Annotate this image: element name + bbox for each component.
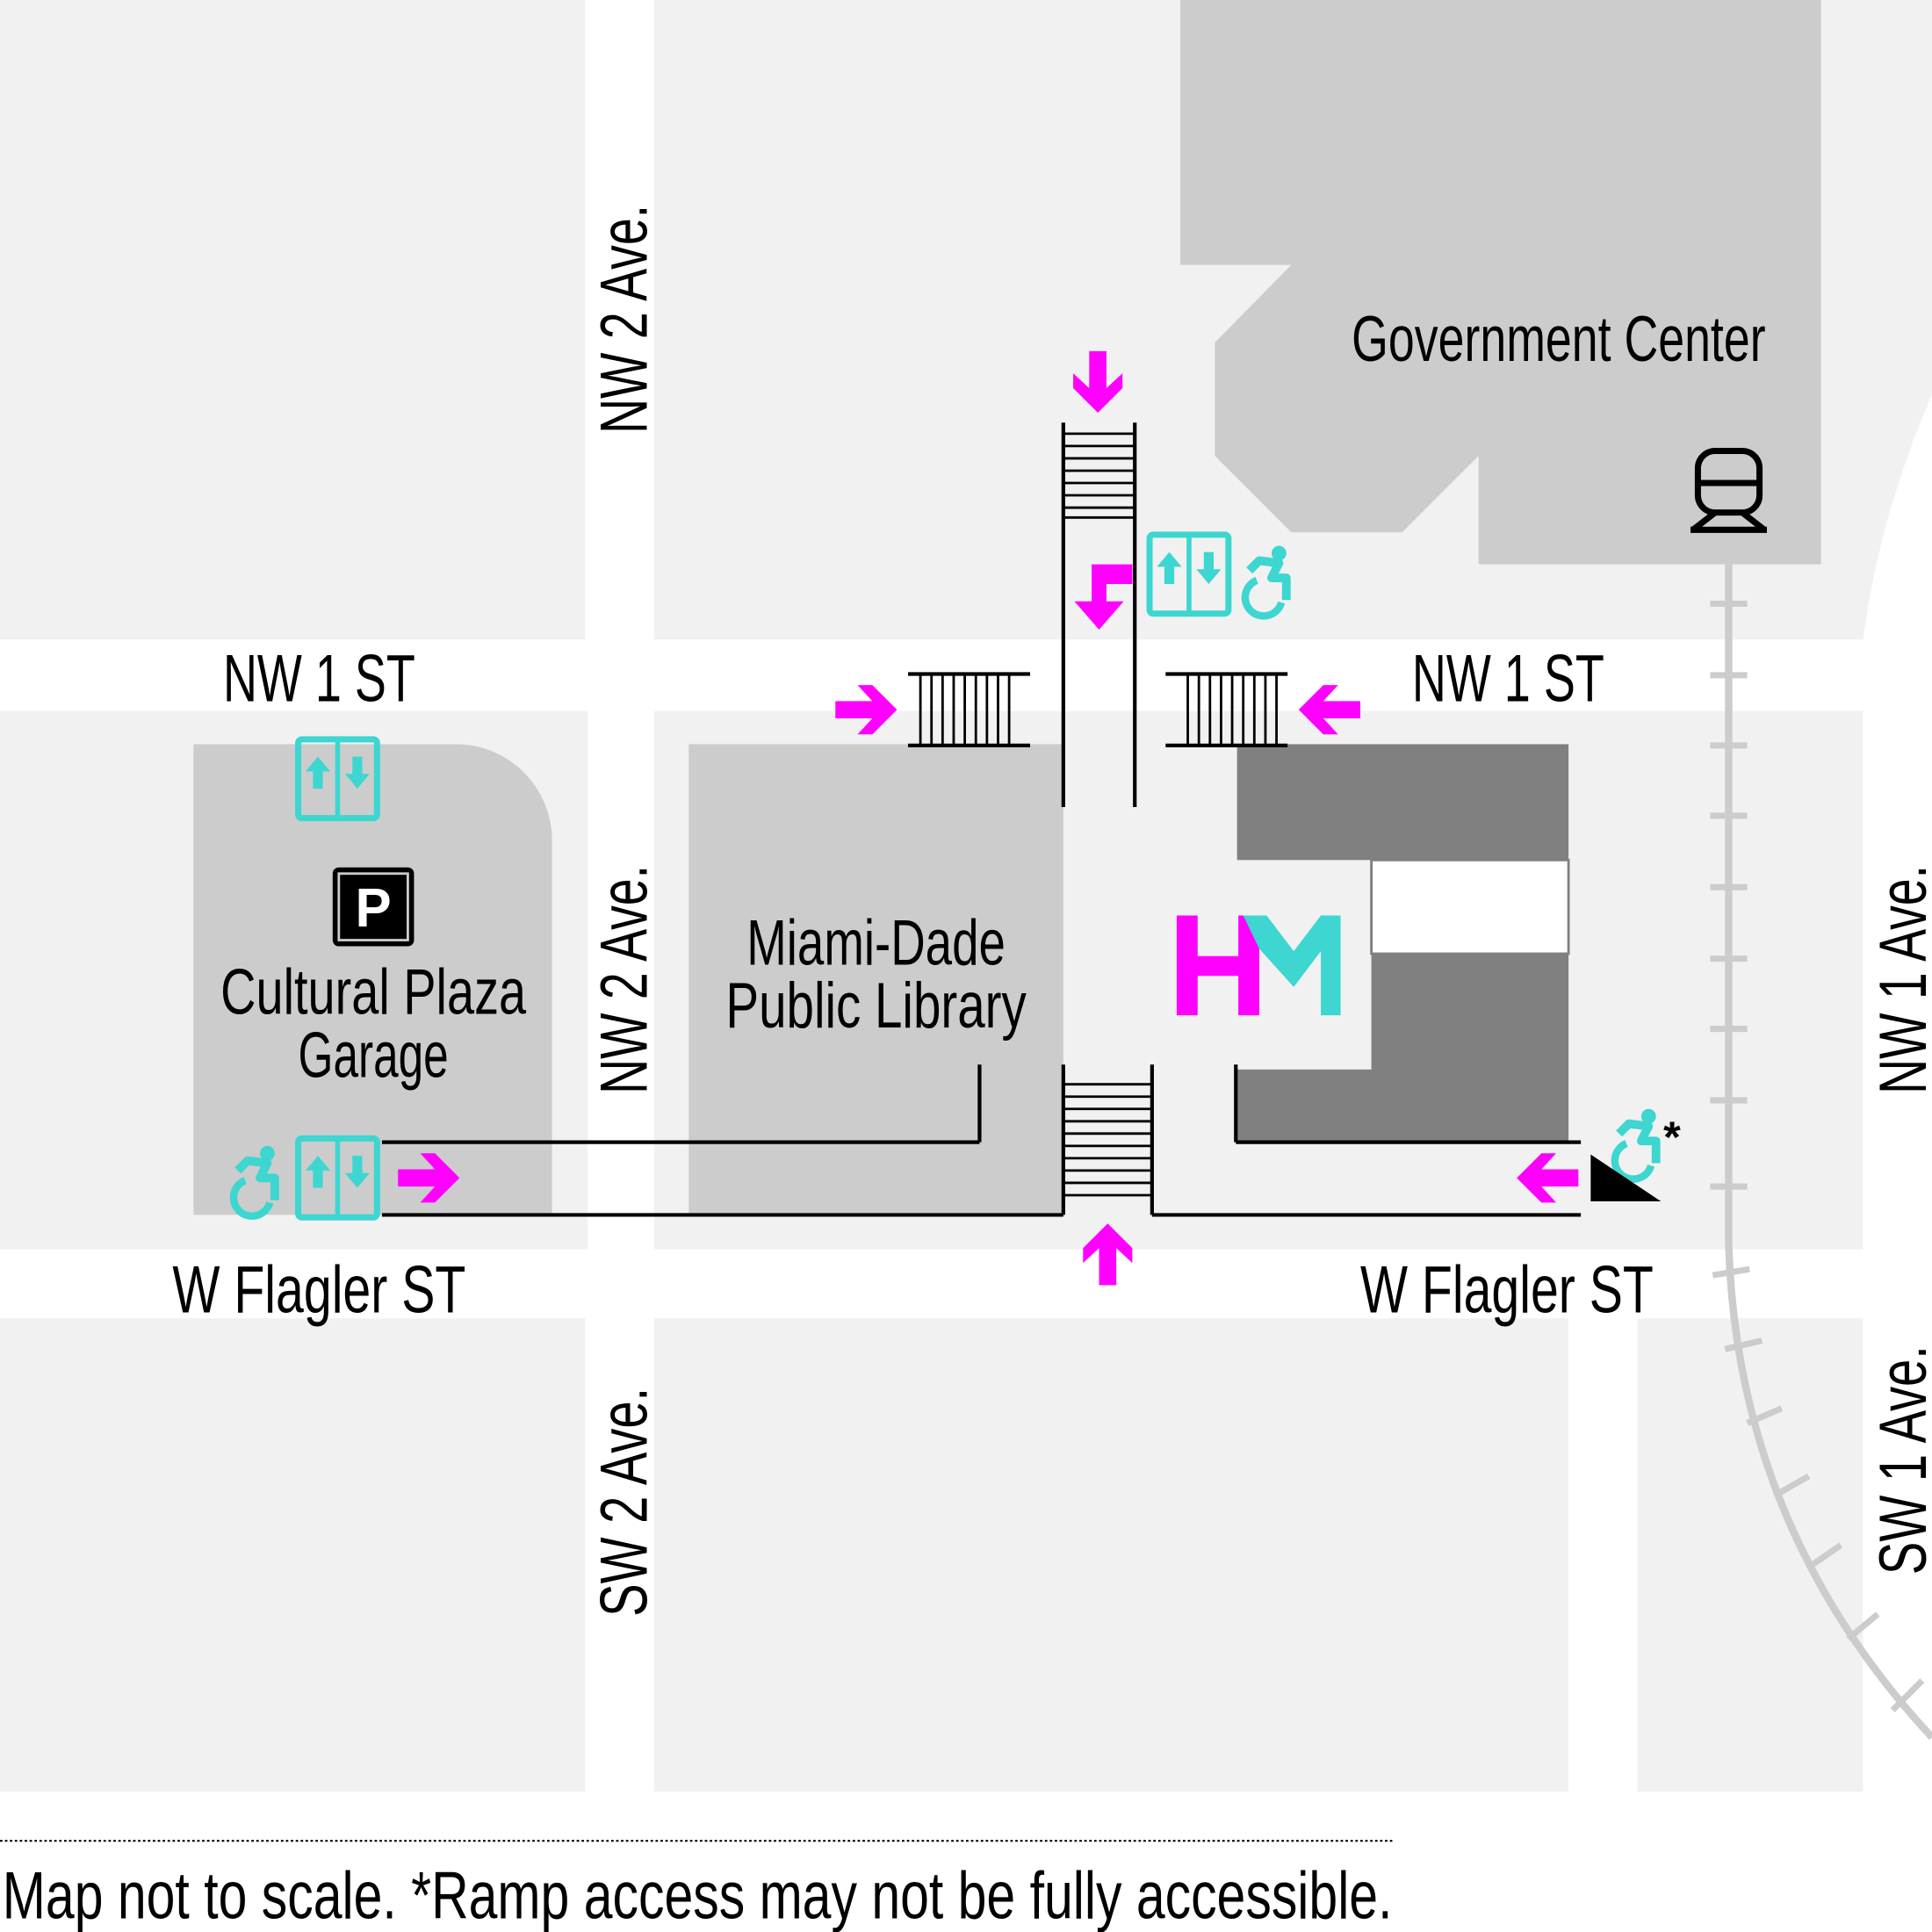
street-label: NW 2 Ave.	[588, 205, 662, 434]
street-label: NW 2 Ave.	[588, 865, 662, 1094]
garage-label: Garage	[299, 1020, 449, 1091]
street-label: NW 1 ST	[1412, 641, 1604, 716]
svg-text:P: P	[356, 878, 392, 939]
street-label: SW 2 Ave.	[588, 1388, 662, 1617]
crosswalk-east	[1165, 672, 1288, 747]
ramp-asterisk: *	[1663, 1112, 1681, 1162]
library-label: Public Library	[725, 970, 1027, 1042]
footer-note: Map not to scale. *Ramp access may not b…	[3, 1859, 1393, 1932]
history-miami-museum-building	[1236, 744, 1570, 1142]
crosswalk-west	[908, 672, 1030, 747]
government-center-label: Government Center	[1352, 304, 1765, 375]
block	[654, 1318, 1569, 1792]
train-icon	[1690, 448, 1767, 533]
street-labels: NW 1 ST NW 1 ST W Flagler ST W Flagler S…	[172, 205, 1932, 1617]
history-miami-logo: HM	[1176, 915, 1341, 1016]
library-building	[688, 744, 1063, 1215]
place-labels: Government Center Miami-Dade Public Libr…	[220, 304, 1765, 1091]
curved-street	[1863, 393, 1932, 640]
street-label: NW 1 Ave.	[1866, 865, 1932, 1094]
crosswalk-south	[1063, 1083, 1152, 1197]
street-label: W Flagler ST	[1360, 1252, 1654, 1327]
library-label: Miami-Dade	[746, 908, 1006, 979]
metrorail-line	[1710, 564, 1932, 1741]
garage-label: Cultural Plaza	[220, 957, 526, 1028]
parking-icon: P	[332, 867, 415, 947]
ramp-icon	[1590, 1154, 1662, 1201]
arrow-turn-down-icon	[1074, 564, 1133, 630]
street-label: SW 1 Ave.	[1866, 1345, 1932, 1575]
block	[0, 1318, 586, 1792]
cultural-plaza-garage-building	[193, 744, 552, 1215]
crosswalk-north	[1063, 432, 1135, 519]
walkway-lines	[381, 422, 1582, 1217]
street-label: NW 1 ST	[223, 641, 415, 716]
government-center-building	[1180, 0, 1821, 565]
street-label: W Flagler ST	[172, 1252, 465, 1327]
block	[0, 0, 586, 640]
